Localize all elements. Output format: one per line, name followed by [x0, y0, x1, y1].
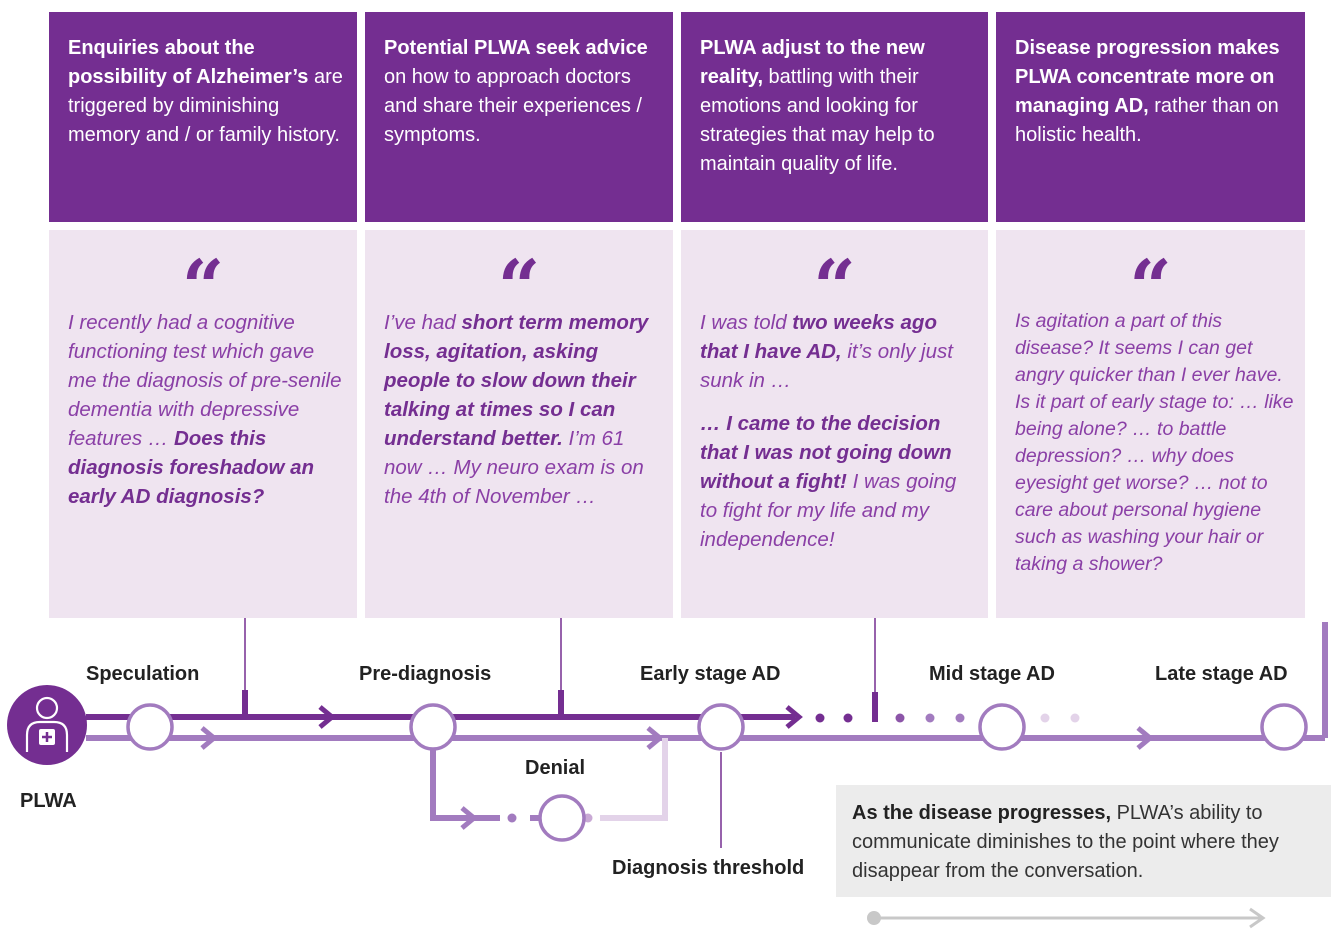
- quote-emphasis: … I came to the decision that I was not …: [700, 412, 952, 493]
- diagnosis-threshold-label: Diagnosis threshold: [612, 857, 805, 879]
- quote-run: I’m 61 now … My neuro exam is on the 4th…: [384, 427, 644, 508]
- dot: [925, 713, 935, 723]
- quote-mark-icon: “: [497, 245, 541, 331]
- quote-mark-icon: “: [1129, 245, 1172, 331]
- plwa-label: PLWA: [20, 790, 77, 812]
- quote-run: I’ve had: [384, 311, 462, 334]
- progression-note-text: PLWA’s ability to communicate diminishes…: [852, 802, 1279, 882]
- quote-text-2: I’ve had short term memory loss, agitati…: [384, 308, 663, 511]
- dot: [895, 713, 905, 723]
- column-header-3-bold: PLWA adjust to the new reality,: [700, 37, 925, 88]
- quote-mark-icon: “: [181, 245, 225, 331]
- dot: [583, 813, 593, 823]
- quote-mark-icon: “: [813, 245, 856, 331]
- quote-emphasis: Does this diagnosis foreshadow an early …: [68, 427, 315, 508]
- denial-return: [600, 738, 668, 821]
- stage-label-late: Late stage AD: [1155, 663, 1288, 685]
- stage-label-denial: Denial: [525, 757, 586, 779]
- dot: [1070, 713, 1080, 723]
- arrow-icon: [646, 726, 664, 750]
- quote-run: I was going to fight for my life and my …: [700, 470, 957, 551]
- quote-card-4: “ Is agitation a part of this disease? I…: [996, 230, 1305, 618]
- progression-note-bold: As the disease progresses,: [852, 802, 1112, 824]
- quote-paragraph: I recently had a cognitive functioning t…: [68, 308, 347, 511]
- person-icon: [25, 696, 69, 752]
- stage-label-early: Early stage AD: [640, 663, 781, 685]
- dot: [507, 813, 517, 823]
- stage-node-speculation: [126, 703, 174, 751]
- denial-branch: [430, 740, 500, 821]
- quote-paragraph: I’ve had short term memory loss, agitati…: [384, 308, 663, 511]
- column-header-3: PLWA adjust to the new reality, battling…: [681, 12, 988, 222]
- column-header-1-bold: Enquiries about the possibility of Alzhe…: [68, 37, 309, 88]
- quote-run: I recently had a cognitive functioning t…: [68, 311, 342, 450]
- column-header-2-bold: Potential PLWA seek advice: [384, 37, 648, 59]
- stage-node-mid: [978, 703, 1026, 751]
- quote-card-1: “ I recently had a cognitive functioning…: [49, 230, 357, 618]
- stage-label-pre-diagnosis: Pre-diagnosis: [359, 663, 492, 685]
- arrow-icon: [460, 806, 478, 830]
- quote-emphasis: two weeks ago that I have AD,: [700, 311, 937, 363]
- column-header-4: Disease progression makes PLWA concentra…: [996, 12, 1305, 222]
- stage-label-speculation: Speculation: [86, 663, 200, 685]
- quote-text-1: I recently had a cognitive functioning t…: [68, 308, 347, 511]
- column-header-2: Potential PLWA seek advice on how to app…: [365, 12, 673, 222]
- quote-paragraph: I was told two weeks ago that I have AD,…: [700, 308, 978, 395]
- quote-text-3: I was told two weeks ago that I have AD,…: [700, 308, 978, 554]
- quote-card-3: “ I was told two weeks ago that I have A…: [681, 230, 988, 618]
- stage-label-mid: Mid stage AD: [929, 663, 1055, 685]
- quote-run: it’s only just sunk in …: [700, 340, 953, 392]
- quote-paragraph: Is agitation a part of this disease? It …: [1015, 308, 1295, 578]
- quote-text-4: Is agitation a part of this disease? It …: [1015, 308, 1295, 578]
- column-header-3-text: battling with their emotions and looking…: [700, 66, 935, 175]
- dot: [815, 713, 825, 723]
- arrow-icon: [318, 705, 336, 729]
- column-header-4-text: rather than on holistic health.: [1015, 95, 1279, 146]
- arrow-icon: [1136, 726, 1154, 750]
- stage-node-late: [1260, 703, 1308, 751]
- column-header-1: Enquiries about the possibility of Alzhe…: [49, 12, 357, 222]
- quote-paragraph: … I came to the decision that I was not …: [700, 409, 978, 554]
- stage-node-denial: [538, 794, 586, 842]
- dot: [955, 713, 965, 723]
- arrow-icon: [200, 726, 218, 750]
- progression-note: As the disease progresses, PLWA’s abilit…: [836, 785, 1331, 897]
- column-header-1-text: are triggered by diminishing memory and …: [68, 66, 343, 146]
- quote-emphasis: short term memory loss, agitation, askin…: [384, 311, 649, 450]
- column-header-4-bold: Disease progression makes PLWA concentra…: [1015, 37, 1280, 117]
- column-header-2-text: on how to approach doctors and share the…: [384, 66, 642, 146]
- dot: [1040, 713, 1050, 723]
- stage-node-pre-diagnosis: [409, 703, 457, 751]
- stage-node-early: [697, 703, 745, 751]
- arrow-icon: [1249, 907, 1266, 929]
- quote-run: Is agitation a part of this disease? It …: [1015, 310, 1294, 575]
- arrow-icon: [785, 705, 803, 729]
- quote-card-2: “ I’ve had short term memory loss, agita…: [365, 230, 673, 618]
- quote-run: I was told: [700, 311, 793, 334]
- dot: [843, 713, 853, 723]
